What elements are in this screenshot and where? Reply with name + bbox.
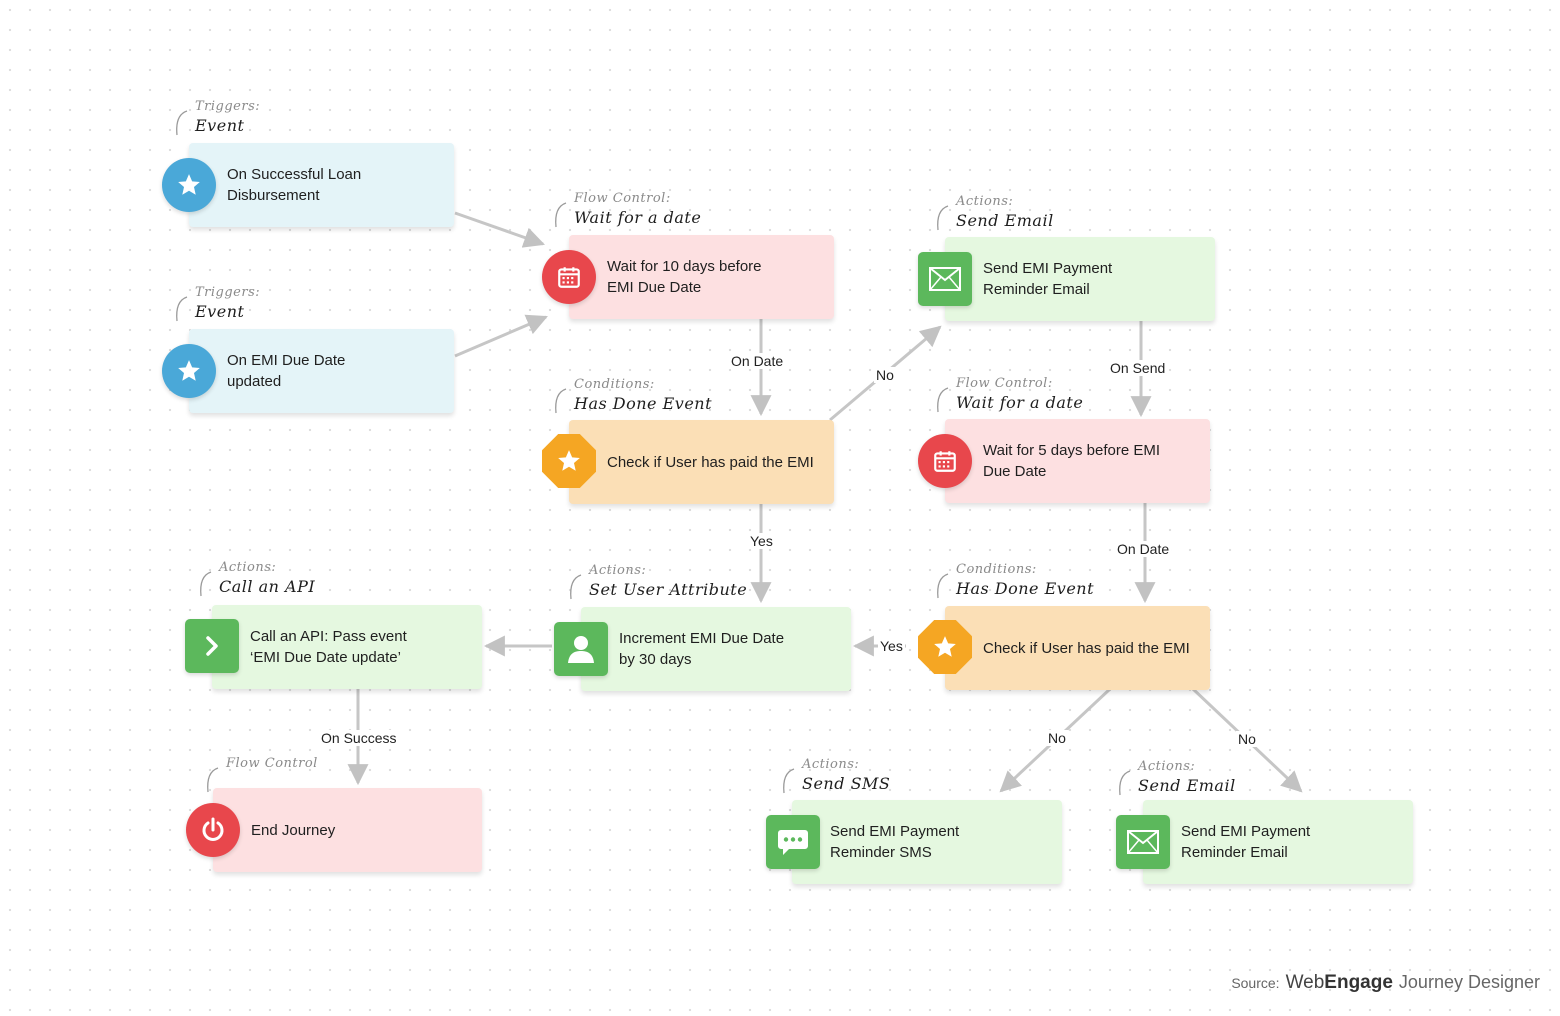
caption-sms: Actions: Send SMS [783, 757, 891, 794]
edge-label-on-date: On Date [729, 353, 786, 369]
node-wait-10-days[interactable]: Wait for 10 days before EMI Due Date [569, 235, 834, 319]
user-icon [554, 622, 608, 676]
edge-label-no: No [1046, 730, 1068, 746]
caption-category: Actions: [802, 757, 860, 772]
star-icon [162, 344, 216, 398]
caption-category: Flow Control: [574, 191, 671, 206]
node-check-emi-paid-2[interactable]: Check if User has paid the EMI [945, 606, 1210, 690]
calendar-icon [918, 434, 972, 488]
envelope-icon [918, 252, 972, 306]
footer-source: Source: WebEngage Journey Designer [1231, 972, 1540, 994]
caption-type: Call an API [219, 577, 316, 596]
edge-label-yes: Yes [748, 533, 775, 549]
node-send-sms[interactable]: Send EMI Payment Reminder SMS [792, 800, 1062, 884]
chat-bubble-icon [766, 815, 820, 869]
caption-type: Send Email [1138, 776, 1236, 795]
node-label: Wait for 5 days before EMI Due Date [983, 442, 1161, 480]
node-label: Wait for 10 days before EMI Due Date [607, 258, 762, 296]
caption-category: Actions: [956, 194, 1014, 209]
node-wait-5-days[interactable]: Wait for 5 days before EMI Due Date [945, 419, 1210, 503]
source-label: Source: [1231, 975, 1280, 991]
brand-part-a: Web [1285, 972, 1325, 993]
caption-trigger-1: Triggers: Event [176, 99, 261, 136]
node-call-api[interactable]: Call an API: Pass event ‘EMI Due Date up… [212, 605, 482, 689]
caption-check-2: Conditions: Has Done Event [937, 562, 1095, 599]
caption-type: Set User Attribute [589, 580, 748, 599]
node-label: On Successful Loan Disbursement [227, 166, 362, 204]
caption-category: Conditions: [574, 377, 655, 392]
caption-wait-5: Flow Control: Wait for a date [937, 376, 1084, 413]
edge-label-on-success: On Success [319, 730, 399, 746]
edge-label-yes: Yes [878, 638, 905, 654]
node-label: Send EMI Payment Reminder Email [983, 260, 1113, 298]
caption-end: Flow Control [207, 756, 318, 793]
edge-trigger-emi-to-wait [454, 314, 548, 358]
caption-api: Actions: Call an API [200, 560, 316, 597]
caption-type: Wait for a date [574, 208, 702, 227]
caption-email-2: Actions: Send Email [1119, 759, 1236, 796]
caption-category: Triggers: [195, 99, 261, 114]
caption-category: Conditions: [956, 562, 1037, 577]
node-label: Increment EMI Due Date by 30 days [619, 630, 785, 668]
caption-category: Triggers: [195, 285, 261, 300]
node-label: Check if User has paid the EMI [607, 453, 814, 471]
node-send-email-2[interactable]: Send EMI Payment Reminder Email [1143, 800, 1413, 884]
caption-increment: Actions: Set User Attribute [570, 563, 748, 600]
star-icon [542, 434, 596, 488]
caption-category: Actions: [1138, 759, 1196, 774]
caption-category: Flow Control: [956, 376, 1053, 391]
caption-category: Actions: [219, 560, 277, 575]
node-end-journey[interactable]: End Journey [213, 788, 482, 872]
node-label: On EMI Due Date updated [227, 352, 346, 390]
node-increment-emi-due-date[interactable]: Increment EMI Due Date by 30 days [581, 607, 851, 691]
node-label: Send EMI Payment Reminder Email [1181, 823, 1311, 861]
caption-email-1: Actions: Send Email [937, 194, 1054, 231]
calendar-icon [542, 250, 596, 304]
node-check-emi-paid-1[interactable]: Check if User has paid the EMI [569, 420, 834, 504]
caption-type: Has Done Event [574, 394, 713, 413]
caption-type: Send Email [956, 211, 1054, 230]
caption-wait-10: Flow Control: Wait for a date [555, 191, 702, 228]
node-label: Check if User has paid the EMI [983, 639, 1190, 657]
edge-label-no: No [1236, 731, 1258, 747]
caption-type: Event [195, 116, 245, 135]
node-label: Send EMI Payment Reminder SMS [830, 823, 960, 861]
node-label: End Journey [251, 821, 336, 839]
star-icon [918, 620, 972, 674]
caption-check-1: Conditions: Has Done Event [555, 377, 713, 414]
product-name: Journey Designer [1398, 972, 1540, 992]
power-icon [186, 803, 240, 857]
edge-label-no: No [874, 367, 896, 383]
node-trigger-emi-due-date[interactable]: On EMI Due Date updated [189, 329, 454, 413]
brand-part-b: Engage [1324, 972, 1393, 993]
caption-trigger-2: Triggers: Event [176, 285, 261, 322]
caption-type: Wait for a date [956, 393, 1084, 412]
webengage-logo: WebEngage [1286, 972, 1393, 994]
node-send-email-1[interactable]: Send EMI Payment Reminder Email [945, 237, 1215, 321]
caption-type: Has Done Event [956, 579, 1095, 598]
edge-label-on-send: On Send [1108, 360, 1168, 376]
envelope-icon [1116, 815, 1170, 869]
star-icon [162, 158, 216, 212]
edge-label-on-date: On Date [1115, 541, 1172, 557]
node-label: Call an API: Pass event ‘EMI Due Date up… [250, 628, 407, 666]
caption-category: Flow Control [226, 756, 318, 771]
caption-type: Send SMS [802, 774, 891, 793]
caption-category: Actions: [589, 563, 647, 578]
caption-type: Event [195, 302, 245, 321]
node-trigger-loan-disbursement[interactable]: On Successful Loan Disbursement [189, 143, 454, 227]
edge-trigger-loan-to-wait [454, 211, 545, 248]
chevron-right-icon [185, 619, 239, 673]
